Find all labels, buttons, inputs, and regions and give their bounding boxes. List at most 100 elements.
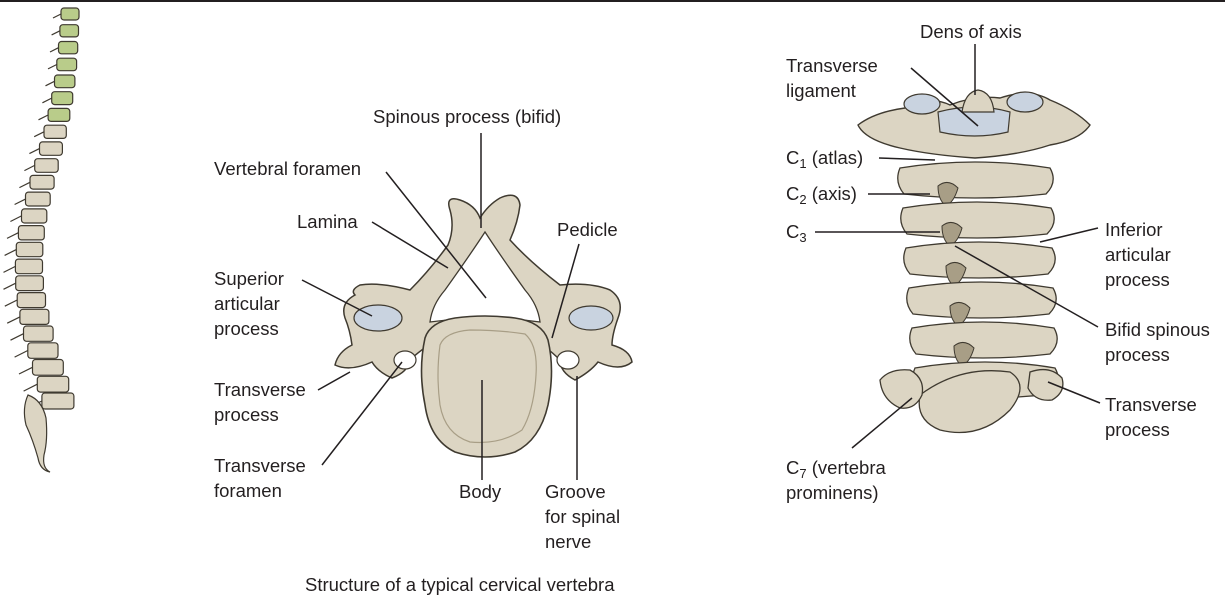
bifid-spinous-tip bbox=[941, 222, 963, 247]
spine-vertebra bbox=[24, 191, 51, 207]
label-line: ligament bbox=[786, 80, 856, 101]
label-line: nerve bbox=[545, 531, 592, 552]
label-superior-articular-process: Superior articular process bbox=[214, 266, 284, 341]
label-part: (vertebra bbox=[806, 457, 886, 478]
label-part: C bbox=[786, 147, 800, 168]
label-part: (atlas) bbox=[806, 147, 864, 168]
spine-vertebra bbox=[60, 7, 80, 21]
spine-spinous-process bbox=[6, 316, 21, 324]
label-line: process bbox=[214, 404, 279, 425]
spine-vertebra bbox=[15, 275, 45, 292]
label-line: foramen bbox=[214, 480, 282, 501]
spine-spinous-process bbox=[42, 97, 52, 104]
atlas-facet-left bbox=[903, 93, 941, 115]
cervical-vertebra bbox=[906, 281, 1057, 319]
body-surface bbox=[437, 329, 537, 444]
spine-vertebra bbox=[16, 292, 47, 309]
label-pedicle: Pedicle bbox=[557, 219, 618, 240]
dens bbox=[961, 89, 995, 113]
vertebral-body bbox=[420, 315, 553, 458]
cervical-vertebra bbox=[897, 161, 1054, 199]
label-c2-axis: C2 (axis) bbox=[786, 181, 857, 206]
bifid-spinous-tip bbox=[953, 342, 975, 367]
label-bifid-spinous-process: Bifid spinous process bbox=[1105, 317, 1210, 367]
spine-vertebra bbox=[17, 225, 45, 241]
spine-spinous-process bbox=[29, 148, 40, 155]
label-vertebral-foramen: Vertebral foramen bbox=[214, 158, 362, 179]
label-subscript: 2 bbox=[799, 192, 807, 207]
label-subscript: 3 bbox=[799, 230, 807, 245]
spine-vertebra bbox=[14, 258, 44, 275]
label-transverse-foramen: Transverse foramen bbox=[214, 453, 306, 503]
spine-spinous-process bbox=[33, 131, 45, 138]
label-line: Inferior bbox=[1105, 219, 1163, 240]
label-dens-of-axis: Dens of axis bbox=[920, 21, 1022, 42]
label-inferior-articular-process: Inferior articular process bbox=[1105, 217, 1171, 292]
top-border bbox=[0, 0, 1225, 2]
c7-spinous-process bbox=[918, 370, 1021, 434]
atlas-facet-right bbox=[1006, 91, 1044, 113]
c7-transverse-right bbox=[1027, 368, 1064, 401]
superior-articular-facet-left bbox=[353, 304, 403, 332]
label-groove-spinal-nerve: Groove for spinal nerve bbox=[545, 479, 620, 554]
leader-lines bbox=[301, 44, 1101, 480]
label-line: process bbox=[1105, 344, 1170, 365]
label-c7-vertebra-prominens: C7 (vertebra prominens) bbox=[786, 455, 886, 505]
spine-spinous-process bbox=[4, 299, 18, 307]
transverse-foramen-left bbox=[393, 350, 417, 370]
spine-spinous-process bbox=[4, 249, 17, 256]
label-line: process bbox=[1105, 269, 1170, 290]
label-c1-atlas: C1 (atlas) bbox=[786, 145, 863, 170]
label-line: Transverse bbox=[214, 379, 306, 400]
transverse-foramen-right bbox=[556, 350, 580, 370]
superior-articular-facet-right bbox=[568, 305, 614, 331]
spine-vertebra bbox=[41, 392, 75, 410]
spine-vertebra bbox=[27, 342, 59, 359]
spine-vertebra bbox=[57, 40, 79, 55]
spine-spinous-process bbox=[14, 198, 26, 206]
cervical-vertebra bbox=[909, 321, 1058, 359]
label-body: Body bbox=[459, 481, 502, 502]
spine-vertebra bbox=[15, 241, 44, 258]
spine-spinous-process bbox=[23, 383, 38, 392]
label-subscript: 7 bbox=[799, 466, 807, 481]
label-part: C bbox=[786, 183, 800, 204]
spine-vertebra bbox=[51, 91, 74, 106]
label-line: Transverse bbox=[1105, 394, 1197, 415]
label-line: for spinal bbox=[545, 506, 621, 527]
label-line: articular bbox=[1105, 244, 1171, 265]
label-line: Transverse bbox=[786, 55, 878, 76]
spine-vertebra bbox=[29, 174, 55, 190]
label-spinous-process: Spinous process (bifid) bbox=[373, 106, 562, 127]
spine-vertebra bbox=[19, 308, 50, 325]
label-transverse-process-c7: Transverse process bbox=[1105, 392, 1197, 442]
label-c3: C3 bbox=[786, 219, 807, 244]
label-line: Bifid spinous bbox=[1105, 319, 1210, 340]
spine-vertebra bbox=[38, 141, 63, 156]
label-line: Superior bbox=[214, 268, 284, 289]
sacrum-coccyx bbox=[23, 394, 51, 473]
spine-vertebra bbox=[31, 358, 64, 376]
label-line: prominens) bbox=[786, 482, 879, 503]
label-transverse-ligament: Transverse ligament bbox=[786, 53, 878, 103]
spine-spinous-process bbox=[45, 80, 55, 87]
figure-caption: Structure of a typical cervical vertebra bbox=[305, 574, 615, 595]
label-lamina: Lamina bbox=[297, 211, 358, 232]
spine-vertebra bbox=[43, 124, 67, 139]
label-line: Groove bbox=[545, 481, 606, 502]
spine-spinous-process bbox=[24, 164, 35, 172]
spinal-column-overview bbox=[3, 7, 80, 473]
label-line: process bbox=[1105, 419, 1170, 440]
spine-spinous-process bbox=[3, 282, 16, 290]
spine-spinous-process bbox=[10, 333, 24, 341]
spine-vertebra bbox=[53, 74, 76, 89]
spine-vertebra bbox=[56, 57, 78, 72]
label-part: (axis) bbox=[806, 183, 857, 204]
cervical-column bbox=[857, 89, 1091, 434]
label-subscript: 1 bbox=[799, 156, 807, 171]
label-line: Transverse bbox=[214, 455, 306, 476]
spine-spinous-process bbox=[51, 30, 61, 36]
label-line: C7 (vertebra bbox=[786, 455, 886, 480]
spine-vertebra bbox=[20, 208, 48, 224]
